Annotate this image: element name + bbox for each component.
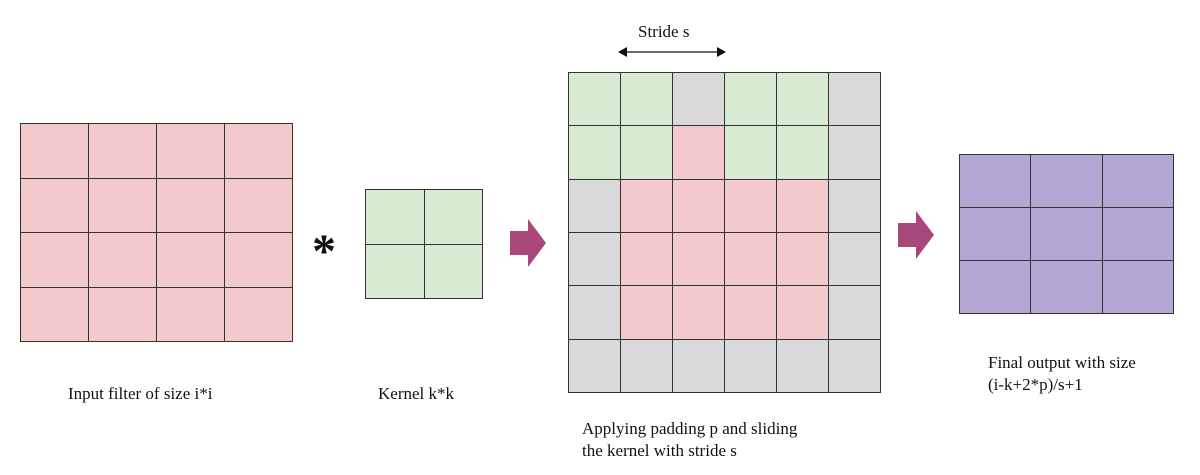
input-grid bbox=[20, 123, 293, 342]
output-caption-line1: Final output with size bbox=[988, 353, 1136, 372]
input-cell bbox=[89, 287, 156, 341]
input-cell bbox=[725, 232, 776, 286]
kernel-grid bbox=[365, 189, 483, 299]
padding-cell bbox=[673, 73, 724, 126]
output-cell bbox=[1102, 261, 1173, 313]
input-cell bbox=[21, 178, 88, 232]
padding-cell bbox=[829, 339, 880, 392]
input-cell bbox=[225, 233, 292, 287]
kernel-cell bbox=[621, 73, 672, 126]
kernel-cell bbox=[366, 190, 424, 244]
output-cell bbox=[1102, 155, 1173, 207]
input-cell bbox=[21, 287, 88, 341]
output-cell bbox=[1102, 208, 1173, 260]
input-cell bbox=[621, 179, 672, 232]
padded-caption-line2: the kernel with stride s bbox=[582, 441, 737, 460]
kernel-cell bbox=[621, 126, 672, 179]
output-grid bbox=[959, 154, 1174, 314]
input-cell bbox=[157, 124, 224, 178]
padding-cell bbox=[569, 232, 620, 286]
output-cell bbox=[1031, 208, 1102, 260]
kernel-caption: Kernel k*k bbox=[378, 384, 455, 403]
kernel-cell bbox=[569, 73, 620, 126]
input-cell bbox=[89, 124, 156, 178]
input-cell bbox=[725, 286, 776, 339]
input-caption: Input filter of size i*i bbox=[68, 384, 213, 403]
kernel-cell bbox=[424, 190, 482, 244]
output-cell bbox=[960, 208, 1031, 260]
input-cell bbox=[673, 232, 724, 286]
kernel-cell bbox=[777, 126, 828, 179]
padding-cell bbox=[829, 126, 880, 179]
padding-cell bbox=[829, 179, 880, 232]
input-cell bbox=[225, 287, 292, 341]
kernel-cell bbox=[725, 73, 776, 126]
padding-cell bbox=[673, 339, 724, 392]
padding-cell bbox=[829, 73, 880, 126]
input-cell bbox=[157, 287, 224, 341]
input-cell bbox=[673, 126, 724, 179]
stride-label: Stride s bbox=[638, 22, 690, 41]
input-cell bbox=[225, 124, 292, 178]
padding-cell bbox=[569, 286, 620, 339]
padding-cell bbox=[569, 339, 620, 392]
input-cell bbox=[157, 233, 224, 287]
output-cell bbox=[1031, 155, 1102, 207]
convolution-operator: * bbox=[312, 225, 336, 278]
input-cell bbox=[621, 286, 672, 339]
arrow-right-icon bbox=[898, 211, 934, 259]
padding-cell bbox=[725, 339, 776, 392]
padding-cell bbox=[621, 339, 672, 392]
arrow-right-icon bbox=[510, 219, 546, 267]
stride-double-arrow-icon bbox=[618, 47, 726, 57]
output-cell bbox=[960, 261, 1031, 313]
padding-cell bbox=[777, 339, 828, 392]
input-cell bbox=[21, 233, 88, 287]
input-cell bbox=[725, 179, 776, 232]
output-cell bbox=[1031, 261, 1102, 313]
input-cell bbox=[777, 286, 828, 339]
input-cell bbox=[21, 124, 88, 178]
input-cell bbox=[157, 178, 224, 232]
kernel-cell bbox=[777, 73, 828, 126]
kernel-cell bbox=[725, 126, 776, 179]
kernel-cell bbox=[569, 126, 620, 179]
kernel-cell bbox=[424, 244, 482, 298]
input-cell bbox=[777, 232, 828, 286]
kernel-cell bbox=[366, 244, 424, 298]
output-caption-line2: (i-k+2*p)/s+1 bbox=[988, 375, 1083, 394]
input-cell bbox=[89, 233, 156, 287]
padded-caption-line1: Applying padding p and sliding bbox=[582, 419, 798, 438]
output-cell bbox=[960, 155, 1031, 207]
input-cell bbox=[673, 286, 724, 339]
input-cell bbox=[621, 232, 672, 286]
padding-cell bbox=[829, 232, 880, 286]
padding-cell bbox=[829, 286, 880, 339]
padded-grid bbox=[568, 72, 881, 393]
input-cell bbox=[89, 178, 156, 232]
input-cell bbox=[225, 178, 292, 232]
padding-cell bbox=[569, 179, 620, 232]
input-cell bbox=[673, 179, 724, 232]
input-cell bbox=[777, 179, 828, 232]
